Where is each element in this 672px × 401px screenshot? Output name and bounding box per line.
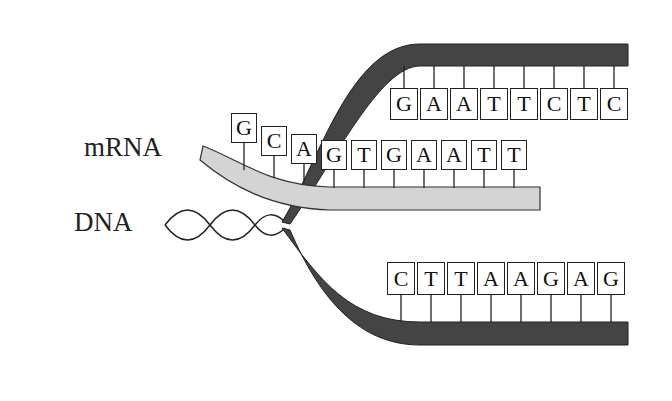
- base-box: T: [417, 262, 445, 295]
- base-box: T: [570, 88, 598, 120]
- base-stem: [460, 295, 461, 322]
- base-stem: [423, 170, 424, 188]
- base-letter: C: [607, 93, 622, 115]
- base-stem: [580, 295, 581, 322]
- base-stem: [583, 66, 584, 88]
- base-box: T: [471, 140, 497, 170]
- base-box: A: [477, 262, 505, 295]
- strand-label: DNA: [74, 207, 133, 238]
- base-stem: [520, 295, 521, 322]
- base-letter: T: [577, 93, 590, 115]
- base-box: A: [567, 262, 595, 295]
- base-box: A: [507, 262, 535, 295]
- base-letter: A: [446, 144, 462, 166]
- base-letter: T: [507, 144, 520, 166]
- helix-strand: [165, 210, 285, 240]
- base-letter: C: [394, 268, 409, 290]
- base-letter: A: [416, 144, 432, 166]
- base-letter: G: [236, 117, 252, 139]
- base-box: A: [420, 88, 448, 120]
- base-letter: G: [603, 268, 619, 290]
- base-box: C: [600, 88, 628, 120]
- base-stem: [243, 143, 244, 170]
- base-stem: [453, 170, 454, 188]
- base-box: T: [351, 140, 377, 170]
- base-stem: [433, 66, 434, 88]
- base-stem: [403, 66, 404, 88]
- base-letter: T: [454, 268, 467, 290]
- base-stem: [513, 170, 514, 188]
- base-box: G: [390, 88, 418, 120]
- base-letter: A: [296, 138, 312, 160]
- base-box: T: [480, 88, 508, 120]
- base-stem: [400, 295, 401, 322]
- base-letter: G: [386, 144, 402, 166]
- base-stem: [273, 156, 274, 178]
- base-box: G: [231, 113, 257, 143]
- base-box: T: [510, 88, 538, 120]
- base-letter: C: [267, 130, 282, 152]
- base-box: T: [447, 262, 475, 295]
- base-box: G: [321, 140, 347, 170]
- base-box: C: [540, 88, 568, 120]
- helix-strand: [165, 210, 285, 240]
- base-box: A: [291, 134, 317, 164]
- base-letter: T: [357, 144, 370, 166]
- base-box: G: [597, 262, 625, 295]
- base-stem: [610, 295, 611, 322]
- base-letter: G: [326, 144, 342, 166]
- base-stem: [613, 66, 614, 88]
- base-letter: A: [456, 93, 472, 115]
- base-letter: G: [396, 93, 412, 115]
- dna-strand: [282, 228, 628, 345]
- base-box: T: [501, 140, 527, 170]
- base-letter: A: [426, 93, 442, 115]
- base-stem: [550, 295, 551, 322]
- base-box: G: [537, 262, 565, 295]
- base-letter: T: [487, 93, 500, 115]
- base-letter: T: [424, 268, 437, 290]
- base-box: C: [387, 262, 415, 295]
- base-stem: [523, 66, 524, 88]
- base-letter: G: [543, 268, 559, 290]
- base-stem: [363, 170, 364, 188]
- base-letter: T: [477, 144, 490, 166]
- base-box: A: [411, 140, 437, 170]
- base-letter: C: [547, 93, 562, 115]
- base-box: G: [381, 140, 407, 170]
- base-stem: [463, 66, 464, 88]
- base-stem: [490, 295, 491, 322]
- base-stem: [333, 170, 334, 188]
- base-box: C: [261, 126, 287, 156]
- base-stem: [493, 66, 494, 88]
- base-letter: A: [513, 268, 529, 290]
- base-stem: [483, 170, 484, 188]
- base-stem: [553, 66, 554, 88]
- base-letter: A: [483, 268, 499, 290]
- base-letter: A: [573, 268, 589, 290]
- base-letter: T: [517, 93, 530, 115]
- base-stem: [393, 170, 394, 188]
- base-stem: [430, 295, 431, 322]
- base-box: A: [441, 140, 467, 170]
- base-stem: [303, 164, 304, 184]
- base-box: A: [450, 88, 478, 120]
- strand-label: mRNA: [84, 132, 162, 163]
